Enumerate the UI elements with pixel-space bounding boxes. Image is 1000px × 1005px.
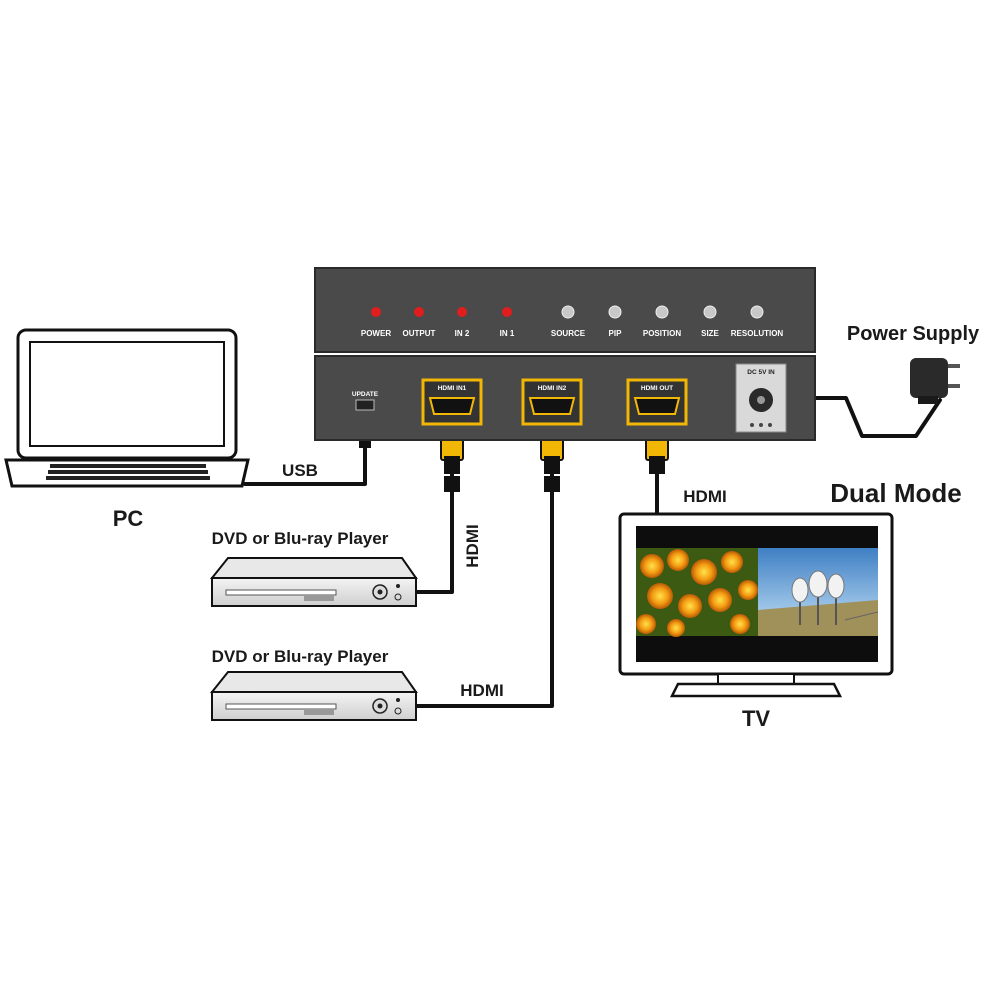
dc-in-port[interactable]: DC 5V IN — [735, 363, 787, 433]
button-resolution[interactable]: RESOLUTION — [731, 305, 784, 338]
hdmi-cable-in2 — [414, 468, 554, 708]
button-position-label: POSITION — [643, 329, 681, 338]
dvd-player-1-label: DVD or Blu-ray Player — [212, 529, 389, 548]
led-output-label: OUTPUT — [403, 329, 436, 338]
tv-screen-picture — [636, 548, 879, 637]
usb-port-label: UPDATE — [352, 391, 379, 398]
hdmi-out-label: HDMI OUT — [641, 385, 673, 392]
led-in2-label: IN 2 — [455, 329, 470, 338]
power-supply-label: Power Supply — [847, 323, 980, 345]
led-in1-label: IN 1 — [500, 329, 515, 338]
hdmi-in1-port[interactable]: HDMI IN1 — [421, 378, 483, 426]
led-output: OUTPUT — [403, 307, 436, 338]
dvd-player-2-label: DVD or Blu-ray Player — [212, 647, 389, 666]
hdmi-plug-player2 — [544, 476, 560, 492]
hdmi-in2-port[interactable]: HDMI IN2 — [521, 378, 583, 426]
pip-switcher-device: POWER OUTPUT IN 2 IN 1 SOURCE PIP — [314, 267, 816, 441]
power-cable — [788, 396, 942, 438]
usb-cable — [243, 443, 367, 486]
dvd-player-1-icon — [209, 557, 418, 607]
tv-label: TV — [742, 706, 770, 731]
dvd-player-2-icon — [209, 671, 418, 721]
button-size[interactable]: SIZE — [701, 305, 720, 338]
dc-in-label: DC 5V IN — [747, 369, 775, 376]
button-pip[interactable]: PIP — [608, 305, 623, 338]
power-adapter-icon — [910, 358, 960, 404]
laptop-icon — [4, 328, 250, 488]
usb-label: USB — [282, 461, 318, 480]
hdmi-cable-in1 — [414, 468, 454, 594]
front-panel: POWER OUTPUT IN 2 IN 1 SOURCE PIP — [314, 267, 816, 353]
button-resolution-label: RESOLUTION — [731, 329, 784, 338]
led-in1: IN 1 — [500, 307, 515, 338]
led-in2: IN 2 — [455, 307, 470, 338]
button-position[interactable]: POSITION — [643, 305, 681, 338]
button-source[interactable]: SOURCE — [551, 305, 586, 338]
cables — [243, 396, 942, 708]
hdmi-player2-label: HDMI — [460, 681, 503, 700]
hdmi-plug-player1 — [444, 476, 460, 492]
rear-panel: UPDATE HDMI IN1 HDMI IN2 HDMI OUT DC 5V — [314, 355, 816, 441]
hdmi-in1-label: HDMI IN1 — [438, 385, 467, 392]
led-power: POWER — [361, 307, 391, 338]
led-power-label: POWER — [361, 329, 391, 338]
hdmi-tv-label: HDMI — [683, 487, 726, 506]
tv-icon — [618, 512, 894, 698]
laptop-keyboard — [46, 464, 210, 480]
hdmi-in2-label: HDMI IN2 — [538, 385, 567, 392]
dual-mode-label: Dual Mode — [830, 478, 961, 508]
pc-label: PC — [113, 506, 144, 531]
hdmi-vertical-label: HDMI — [463, 524, 482, 567]
usb-port[interactable]: UPDATE — [352, 391, 379, 411]
button-pip-label: PIP — [609, 329, 623, 338]
button-size-label: SIZE — [701, 329, 719, 338]
hdmi-out-port[interactable]: HDMI OUT — [626, 378, 688, 426]
button-source-label: SOURCE — [551, 329, 586, 338]
